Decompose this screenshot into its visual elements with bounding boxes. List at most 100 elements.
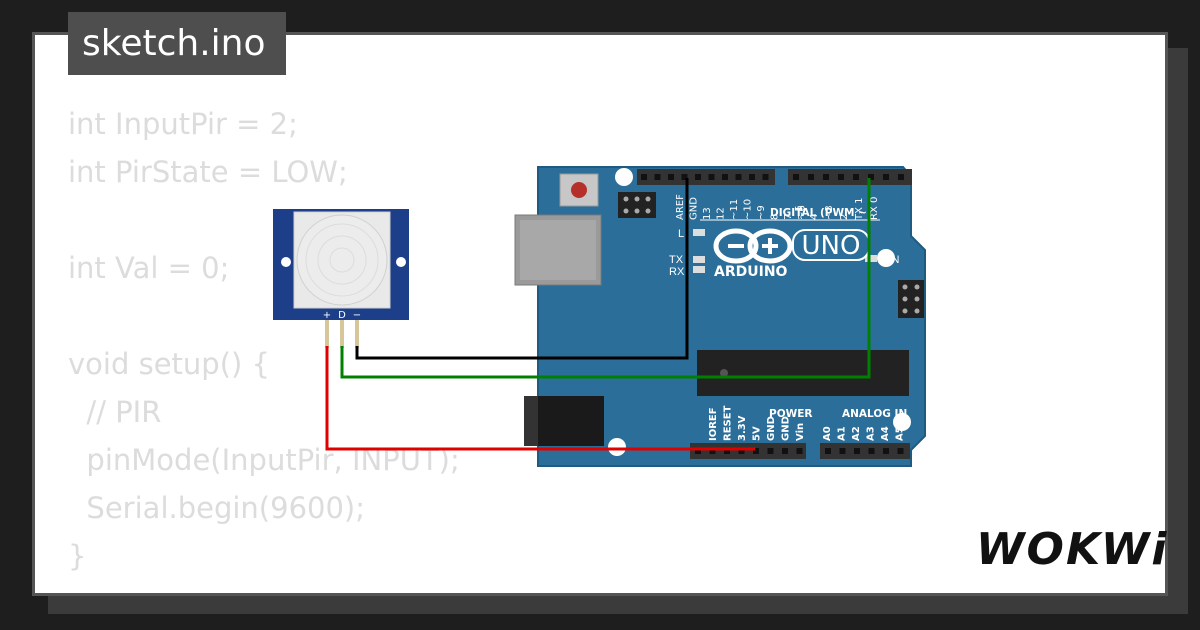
code-editor[interactable]: int InputPir = 2; int PirState = LOW; int … xyxy=(68,100,460,580)
pin-label: Vin xyxy=(795,423,806,441)
header-pin[interactable] xyxy=(897,448,904,454)
digital-label: DIGITAL (PWM ~) xyxy=(770,207,872,219)
header-pin[interactable] xyxy=(738,448,745,454)
pin-label: RX 0 xyxy=(869,197,880,220)
mount-hole xyxy=(396,257,406,267)
pin-label: 3.3V xyxy=(737,415,748,441)
pin-label: ~6 xyxy=(797,205,808,220)
header-pin[interactable] xyxy=(853,174,859,180)
code-line[interactable]: Serial.begin(9600); xyxy=(68,491,366,525)
header-pin[interactable] xyxy=(668,174,674,180)
pin-label: GND xyxy=(766,416,777,441)
header-pin[interactable] xyxy=(724,448,730,454)
pin-label: IOREF xyxy=(708,407,719,441)
pin-label: ~5 xyxy=(794,205,805,220)
pin-label: 7 xyxy=(783,214,794,220)
pin-label: A3 xyxy=(866,426,877,441)
pir-pin-data-label: D xyxy=(338,310,346,321)
icsp-header-top xyxy=(618,192,656,218)
led-l-label: L xyxy=(678,228,684,240)
board-brand: ARDUINO xyxy=(714,264,788,280)
mount-hole xyxy=(608,438,626,456)
header-pin[interactable] xyxy=(708,174,715,180)
code-line[interactable]: } xyxy=(68,539,87,573)
pin-label: A4 xyxy=(880,426,891,441)
led-tx-label: TX xyxy=(669,254,684,266)
header-pin[interactable] xyxy=(868,448,875,454)
mount-hole xyxy=(281,257,291,267)
header-pin[interactable] xyxy=(883,448,889,454)
header-pin[interactable] xyxy=(898,174,904,180)
header-pin[interactable] xyxy=(767,448,774,454)
header-pin[interactable] xyxy=(796,448,803,454)
header-pin[interactable] xyxy=(808,174,814,180)
code-line[interactable]: int Val = 0; xyxy=(68,251,230,285)
arduino-logo-icon xyxy=(713,228,793,264)
pin-label: GND xyxy=(689,197,700,220)
pir-pin-plus[interactable] xyxy=(325,320,329,348)
pir-pin-minus-label: − xyxy=(353,310,361,321)
power-label: POWER xyxy=(769,408,812,420)
header-pin[interactable] xyxy=(838,174,844,180)
header-pin[interactable] xyxy=(823,174,829,180)
usb-connector xyxy=(514,214,602,286)
mount-hole xyxy=(615,168,633,186)
code-line[interactable]: // PIR xyxy=(68,395,162,429)
header-pin[interactable] xyxy=(735,174,742,180)
analog-label: ANALOG IN xyxy=(842,408,907,420)
pin-label: A2 xyxy=(851,426,862,441)
pir-pin-plus-label: + xyxy=(323,310,331,321)
file-tab[interactable]: sketch.ino xyxy=(68,12,286,75)
digital-pin-header[interactable] xyxy=(637,169,912,185)
header-pin[interactable] xyxy=(654,174,661,180)
led-rx xyxy=(693,266,705,273)
wire-signal[interactable] xyxy=(340,178,871,379)
code-line[interactable]: int InputPir = 2; xyxy=(68,107,298,141)
pin-label: A1 xyxy=(837,426,848,441)
pin-label: 12 xyxy=(716,207,727,220)
pir-pin-data[interactable] xyxy=(340,320,344,348)
header-pin[interactable] xyxy=(722,174,728,180)
header-pin[interactable] xyxy=(709,448,716,454)
header-pin[interactable] xyxy=(782,448,788,454)
pir-lens-icon xyxy=(296,214,388,306)
header-pin[interactable] xyxy=(695,448,701,454)
pir-pin-minus[interactable] xyxy=(355,320,359,348)
header-pin[interactable] xyxy=(854,448,860,454)
pin-label: 2 xyxy=(839,214,850,220)
code-line[interactable]: void setup() { xyxy=(68,347,270,381)
power-analog-headers[interactable] xyxy=(690,443,910,459)
wokwi-logo: WOKWi xyxy=(976,524,1169,575)
pin-label: 4 xyxy=(809,214,820,220)
header-pin[interactable] xyxy=(762,174,769,180)
pin-label: 13 xyxy=(702,207,713,220)
header-pin[interactable] xyxy=(839,448,846,454)
pin-label: 8 xyxy=(770,214,781,220)
code-line[interactable]: int PirState = LOW; xyxy=(68,155,348,189)
wire-gnd[interactable] xyxy=(355,178,689,360)
header-pin[interactable] xyxy=(868,174,874,180)
header-pin[interactable] xyxy=(753,448,759,454)
mount-hole xyxy=(877,249,895,267)
wire-power[interactable] xyxy=(325,346,755,451)
board-model: UNO xyxy=(802,231,861,261)
arduino-uno-board[interactable]: L TX RX ON UNO ARDUINO DIGITAL (PWM ~) P… xyxy=(514,166,926,467)
mount-hole xyxy=(893,413,911,431)
header-pin[interactable] xyxy=(883,174,889,180)
pir-sensor[interactable]: + D − xyxy=(273,209,409,348)
pin-label: TX 1 xyxy=(854,198,865,222)
header-pin[interactable] xyxy=(825,448,831,454)
pin-label: ~3 xyxy=(824,205,835,220)
pin-label: RESET xyxy=(723,405,734,441)
led-on xyxy=(865,255,877,262)
reset-button[interactable] xyxy=(559,173,599,207)
header-pin[interactable] xyxy=(681,174,688,180)
pin-label: ~10 xyxy=(743,199,754,220)
led-l xyxy=(693,229,705,236)
pin-label: 5V xyxy=(752,426,763,441)
header-pin[interactable] xyxy=(641,174,647,180)
header-pin[interactable] xyxy=(793,174,799,180)
header-pin[interactable] xyxy=(695,174,701,180)
header-pin[interactable] xyxy=(749,174,755,180)
